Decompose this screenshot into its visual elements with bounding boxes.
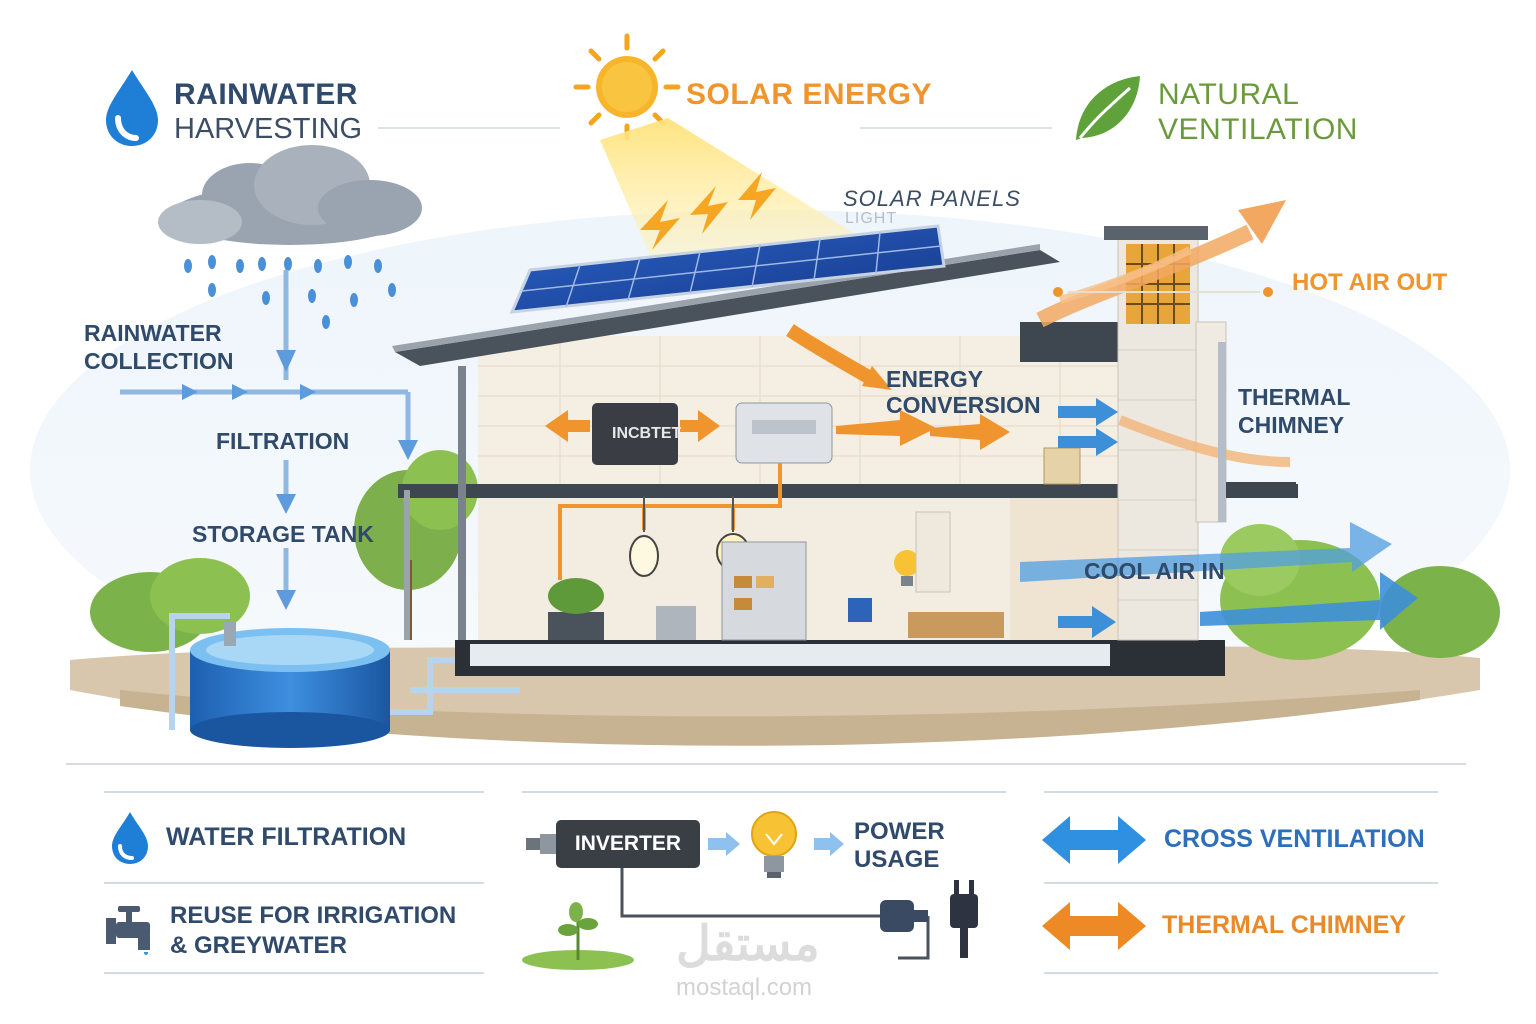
cloud-icon	[158, 145, 422, 245]
watermark-site: mostaql.com	[676, 974, 813, 1001]
power-legend-graphic	[522, 820, 978, 970]
header-natural-line1: NATURAL	[1158, 78, 1300, 111]
solar-panel	[509, 224, 946, 314]
header-rainwater-line1: RAINWATER	[174, 78, 358, 111]
rainwater-collection-label-1: RAINWATER	[84, 320, 222, 346]
cool-air-in-label: COOL AIR IN	[1084, 558, 1225, 584]
legend-power-usage-2: USAGE	[854, 846, 940, 873]
storage-tank	[190, 622, 390, 748]
faucet-icon	[106, 906, 150, 955]
header-solar: SOLAR ENERGY	[686, 78, 933, 111]
legend-water-filtration: WATER FILTRATION	[166, 823, 407, 851]
storage-tank-label: STORAGE TANK	[192, 521, 374, 547]
thermal-chimney-label-1: THERMAL	[1238, 384, 1351, 410]
water-drop-icon	[112, 812, 148, 864]
inverter-box-label: INCBTET	[612, 425, 682, 442]
header-natural-line2: VENTILATION	[1158, 113, 1358, 146]
filtration-label: FILTRATION	[216, 428, 350, 454]
plant-icon	[522, 902, 634, 970]
energy-conversion-label-2: CONVERSION	[886, 392, 1041, 418]
header-rainwater-line2: HARVESTING	[174, 113, 363, 145]
plug-icon	[880, 880, 978, 958]
leaf-icon	[1076, 76, 1140, 140]
cross-ventilation-arrow-icon	[1042, 816, 1146, 864]
light-label: LIGHT	[845, 210, 898, 227]
water-drop-icon	[106, 70, 158, 146]
legend-inverter: INVERTER	[574, 832, 682, 855]
thermal-chimney-arrow-icon	[1042, 902, 1146, 950]
thermal-chimney-label-2: CHIMNEY	[1238, 412, 1345, 438]
legend-power-usage-1: POWER	[854, 818, 945, 845]
watermark-arabic: مستقل	[676, 918, 820, 971]
hot-air-out-label: HOT AIR OUT	[1292, 269, 1448, 296]
lightbulb-icon	[751, 811, 797, 878]
legend-reuse-1: REUSE FOR IRRIGATION	[170, 902, 457, 929]
legend-thermal-chimney: THERMAL CHIMNEY	[1162, 911, 1406, 939]
solar-panels-label: SOLAR PANELS	[843, 186, 1021, 211]
legend-reuse-2: & GREYWATER	[170, 932, 347, 959]
rainwater-collection-label-2: COLLECTION	[84, 348, 234, 374]
energy-conversion-label-1: ENERGY	[886, 366, 984, 392]
legend-cross-ventilation: CROSS VENTILATION	[1164, 825, 1425, 853]
